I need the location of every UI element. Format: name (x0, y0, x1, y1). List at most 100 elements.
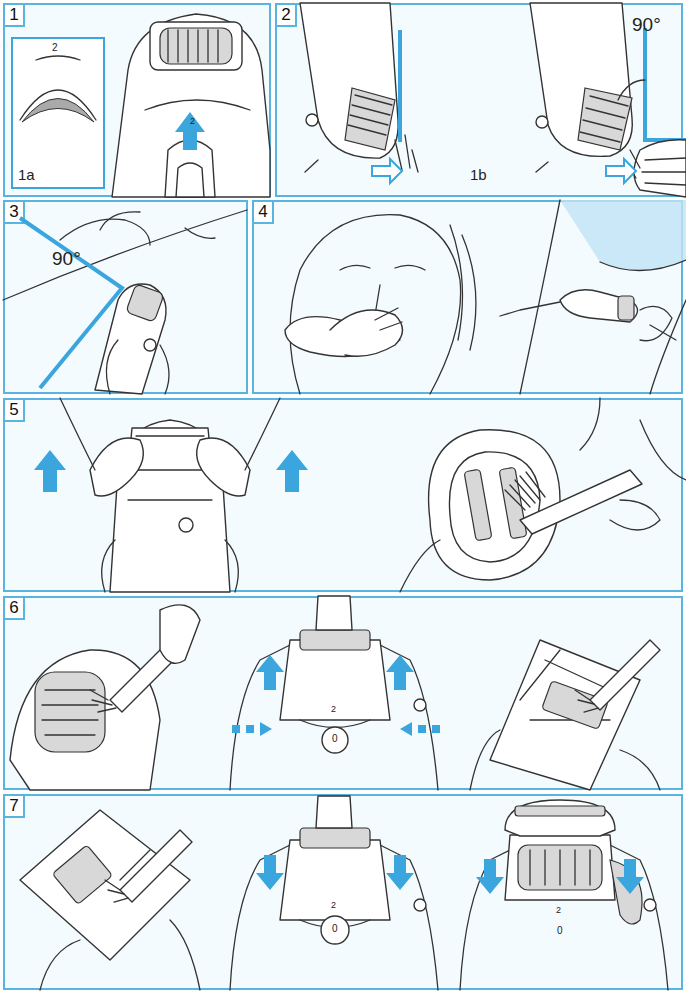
cleaning-illustration-part (230, 640, 438, 790)
epilator-head-illustration-part (36, 56, 80, 60)
usage-illustration-part (285, 317, 371, 357)
skin-angle-illustration (3, 210, 247, 394)
cleaning-illustration-part (35, 672, 105, 752)
cleaning-illustration (10, 596, 660, 790)
usage-illustration-part (560, 200, 686, 271)
cap-removal-illustration-part (102, 540, 239, 592)
angle-demo-illustration-part (395, 135, 418, 172)
epilator-head-illustration-part (112, 14, 270, 197)
cap-removal-illustration-part (128, 428, 212, 470)
callout-label: 90° (632, 14, 661, 36)
epilator-head-illustration-part (175, 112, 205, 150)
step-panel: 5 (3, 398, 683, 592)
usage-illustration-part (520, 200, 686, 394)
reassembly-illustration-part (518, 845, 602, 890)
reassembly-illustration-part (476, 859, 504, 894)
epilator-head-illustration (12, 14, 270, 197)
cap-removal-illustration-part (128, 436, 212, 500)
reassembly-illustration-part (280, 840, 390, 920)
usage-illustration-part (600, 260, 686, 271)
step-number: 2 (275, 3, 297, 27)
cleaning-illustration-part (160, 605, 200, 663)
step-number: 6 (3, 596, 25, 620)
angle-demo-illustration-part (634, 140, 686, 197)
cleaning-illustration-part (300, 720, 370, 728)
cleaning-illustration-part (280, 640, 390, 720)
cleaning-illustration-part (386, 655, 414, 690)
epilator-head-illustration-part (12, 38, 104, 188)
step-number: 3 (3, 200, 25, 224)
cap-removal-illustration-part (464, 469, 492, 541)
cap-removal-illustration-part (610, 500, 660, 530)
cap-removal-illustration-part (60, 398, 280, 470)
angle-demo-illustration-part (645, 28, 686, 140)
angle-demo-illustration (300, 3, 686, 197)
cleaning-illustration-part (322, 727, 348, 753)
usage-illustration-part (500, 302, 560, 316)
cleaning-illustration-part (400, 722, 440, 736)
angle-demo-illustration-part (372, 159, 402, 183)
cleaning-illustration-part (542, 681, 609, 730)
angle-demo-illustration-part (625, 150, 640, 178)
reassembly-illustration-part (300, 828, 370, 848)
usage-illustration-part (450, 225, 476, 350)
epilator-head-illustration-part (160, 28, 232, 64)
usage-illustration-part (375, 308, 402, 330)
skin-angle-illustration-part (100, 212, 215, 238)
cleaning-illustration-part (590, 640, 660, 710)
callout-label: 2 (331, 900, 336, 910)
callout-label: 1b (470, 166, 487, 183)
usage-illustration (285, 200, 686, 394)
skin-angle-illustration-part (3, 210, 247, 300)
skin-angle-illustration-part (60, 219, 150, 245)
angle-demo-illustration-part (300, 3, 398, 158)
cleaning-illustration-part (110, 640, 182, 712)
angle-demo-illustration-part (345, 88, 395, 150)
reassembly-illustration-part (505, 800, 615, 836)
angle-demo-illustration-part (618, 80, 645, 100)
step-panel: 3 (3, 200, 248, 394)
usage-illustration-part (290, 215, 461, 394)
angle-demo-illustration-part (536, 162, 548, 172)
angle-demo-illustration-part (642, 158, 686, 185)
cap-removal-illustration-part (449, 452, 540, 562)
cap-removal-illustration-part (197, 438, 250, 496)
reassembly-illustration-part (40, 920, 200, 990)
step-number: 4 (252, 200, 274, 224)
step-number: 5 (3, 398, 25, 422)
reassembly-illustration-part (256, 855, 284, 890)
callout-label: 2 (52, 42, 58, 53)
callout-label: 0 (332, 923, 338, 934)
reassembly-illustration-part (386, 855, 414, 890)
angle-demo-illustration-part (580, 96, 628, 142)
angle-demo-illustration-part (348, 95, 392, 135)
reassembly-illustration-part (460, 840, 668, 990)
step-panel: 4 (252, 200, 683, 394)
reassembly-illustration-part (515, 806, 605, 816)
reassembly-illustration-part (505, 835, 615, 900)
angle-demo-illustration-part (536, 116, 548, 128)
step-panel: 7 (3, 794, 683, 990)
step-panel: 1 (3, 3, 271, 197)
reassembly-illustration-part (644, 899, 656, 911)
reassembly-illustration-part (20, 810, 190, 960)
cap-removal-illustration-part (110, 420, 230, 592)
angle-demo-illustration-part (606, 159, 636, 183)
cleaning-illustration-part (490, 640, 640, 790)
reassembly-illustration-part (230, 840, 438, 990)
epilator-head-illustration-part (145, 100, 250, 110)
cap-removal-illustration-part (276, 450, 308, 492)
usage-illustration-part (340, 265, 425, 270)
cap-removal-illustration-part (520, 470, 642, 534)
epilator-head-illustration-part (176, 163, 204, 197)
angle-demo-illustration-part (398, 30, 402, 142)
reassembly-illustration-part (610, 860, 642, 924)
cap-removal-illustration-part (179, 518, 193, 532)
cleaning-illustration-part (10, 650, 160, 790)
reassembly-illustration-part (120, 850, 160, 895)
reassembly-illustration-part (52, 845, 112, 905)
cleaning-illustration-part (520, 650, 610, 720)
reassembly-illustration-part (316, 796, 352, 828)
